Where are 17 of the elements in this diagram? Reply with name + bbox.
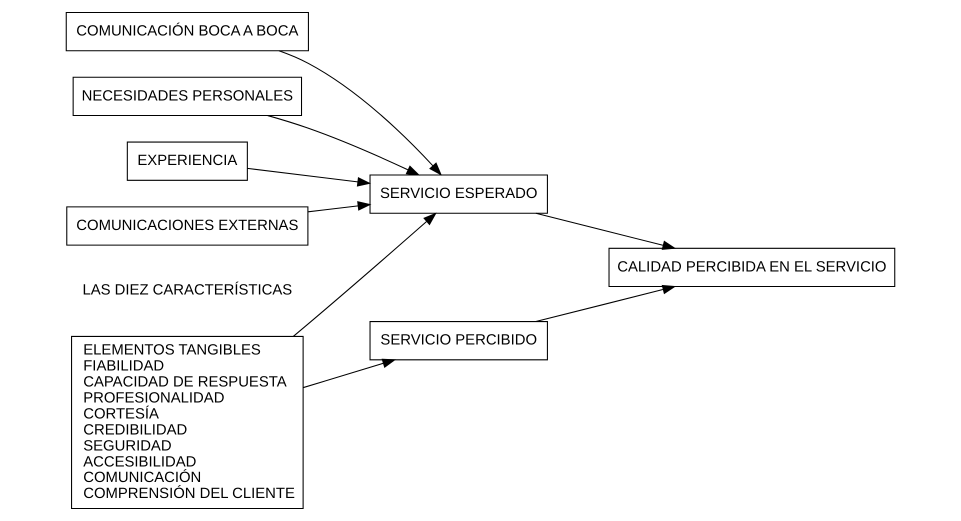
node-box: SERVICIO ESPERADO [370,174,548,214]
arrow [278,50,442,176]
node-label: LAS DIEZ CARACTERÍSTICAS [82,282,292,299]
arrow [303,358,396,388]
arrow [247,168,372,187]
node-box: EXPERIENCIA [126,142,248,181]
node-box: SERVICIO PERCIBIDO [370,321,548,360]
arrow [536,212,676,250]
arrow [268,115,420,176]
node-box: CALIDAD PERCIBIDA EN EL SERVICIO [608,248,896,288]
node-box: ELEMENTOS TANGIBLES FIABILIDAD CAPACIDAD DE RESPUESTA PROFESIONALIDAD CORTESÍA CREDIBILIDAD SEGURIDAD ACCESIBILIDAD COMUNICACIÓN COMPRENSIÓN DEL CLIENTE [71,336,304,510]
node-box: NECESIDADES PERSONALES [72,76,302,116]
arrow [308,201,372,212]
arrow [292,212,437,337]
node-box: COMUNICACIONES EXTERNAS [66,206,308,246]
node-box: COMUNICACIÓN BOCA A BOCA [66,12,309,52]
arrow [536,284,676,322]
